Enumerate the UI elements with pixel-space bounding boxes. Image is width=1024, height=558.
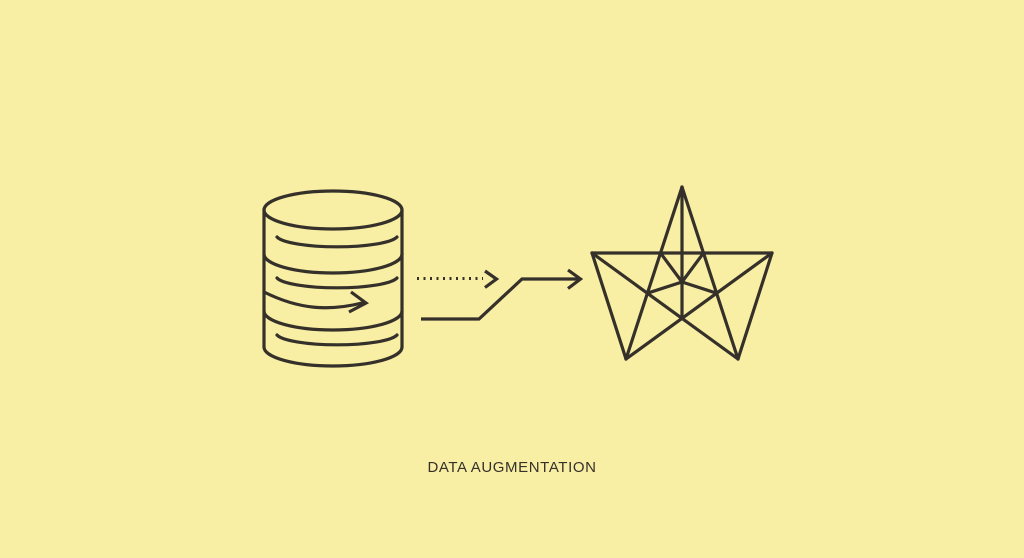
star-spoke [680, 251, 706, 284]
database-arrow-shaft [262, 290, 364, 310]
database-bottom-arc [262, 345, 404, 368]
database-inset-arc [275, 235, 399, 249]
database-inset-arc [275, 276, 399, 290]
database-arrow-head [348, 290, 370, 314]
caption: DATA AUGMENTATION [427, 459, 597, 476]
star-spoke [645, 280, 684, 295]
database-icon [262, 189, 404, 368]
database-separator-arc [262, 252, 404, 275]
star-chord [590, 251, 740, 361]
star-chord [680, 185, 740, 361]
zigzag-arrow-icon [421, 268, 584, 321]
star-chord [624, 185, 684, 361]
database-separator-arc [262, 309, 404, 332]
star-spoke [658, 251, 684, 284]
star-outer-edge [736, 251, 774, 361]
star-spoke [680, 280, 719, 295]
database-top-rim [262, 189, 404, 231]
star-chord [624, 251, 774, 361]
zigzag-arrow-shaft [421, 277, 578, 321]
star-icon [590, 185, 774, 361]
database-inset-arc [275, 333, 399, 347]
star-outer-edge [590, 251, 628, 361]
dotted-arrow-head [484, 269, 500, 289]
dotted-arrow-icon [417, 269, 500, 289]
zigzag-arrow-head [567, 268, 584, 290]
